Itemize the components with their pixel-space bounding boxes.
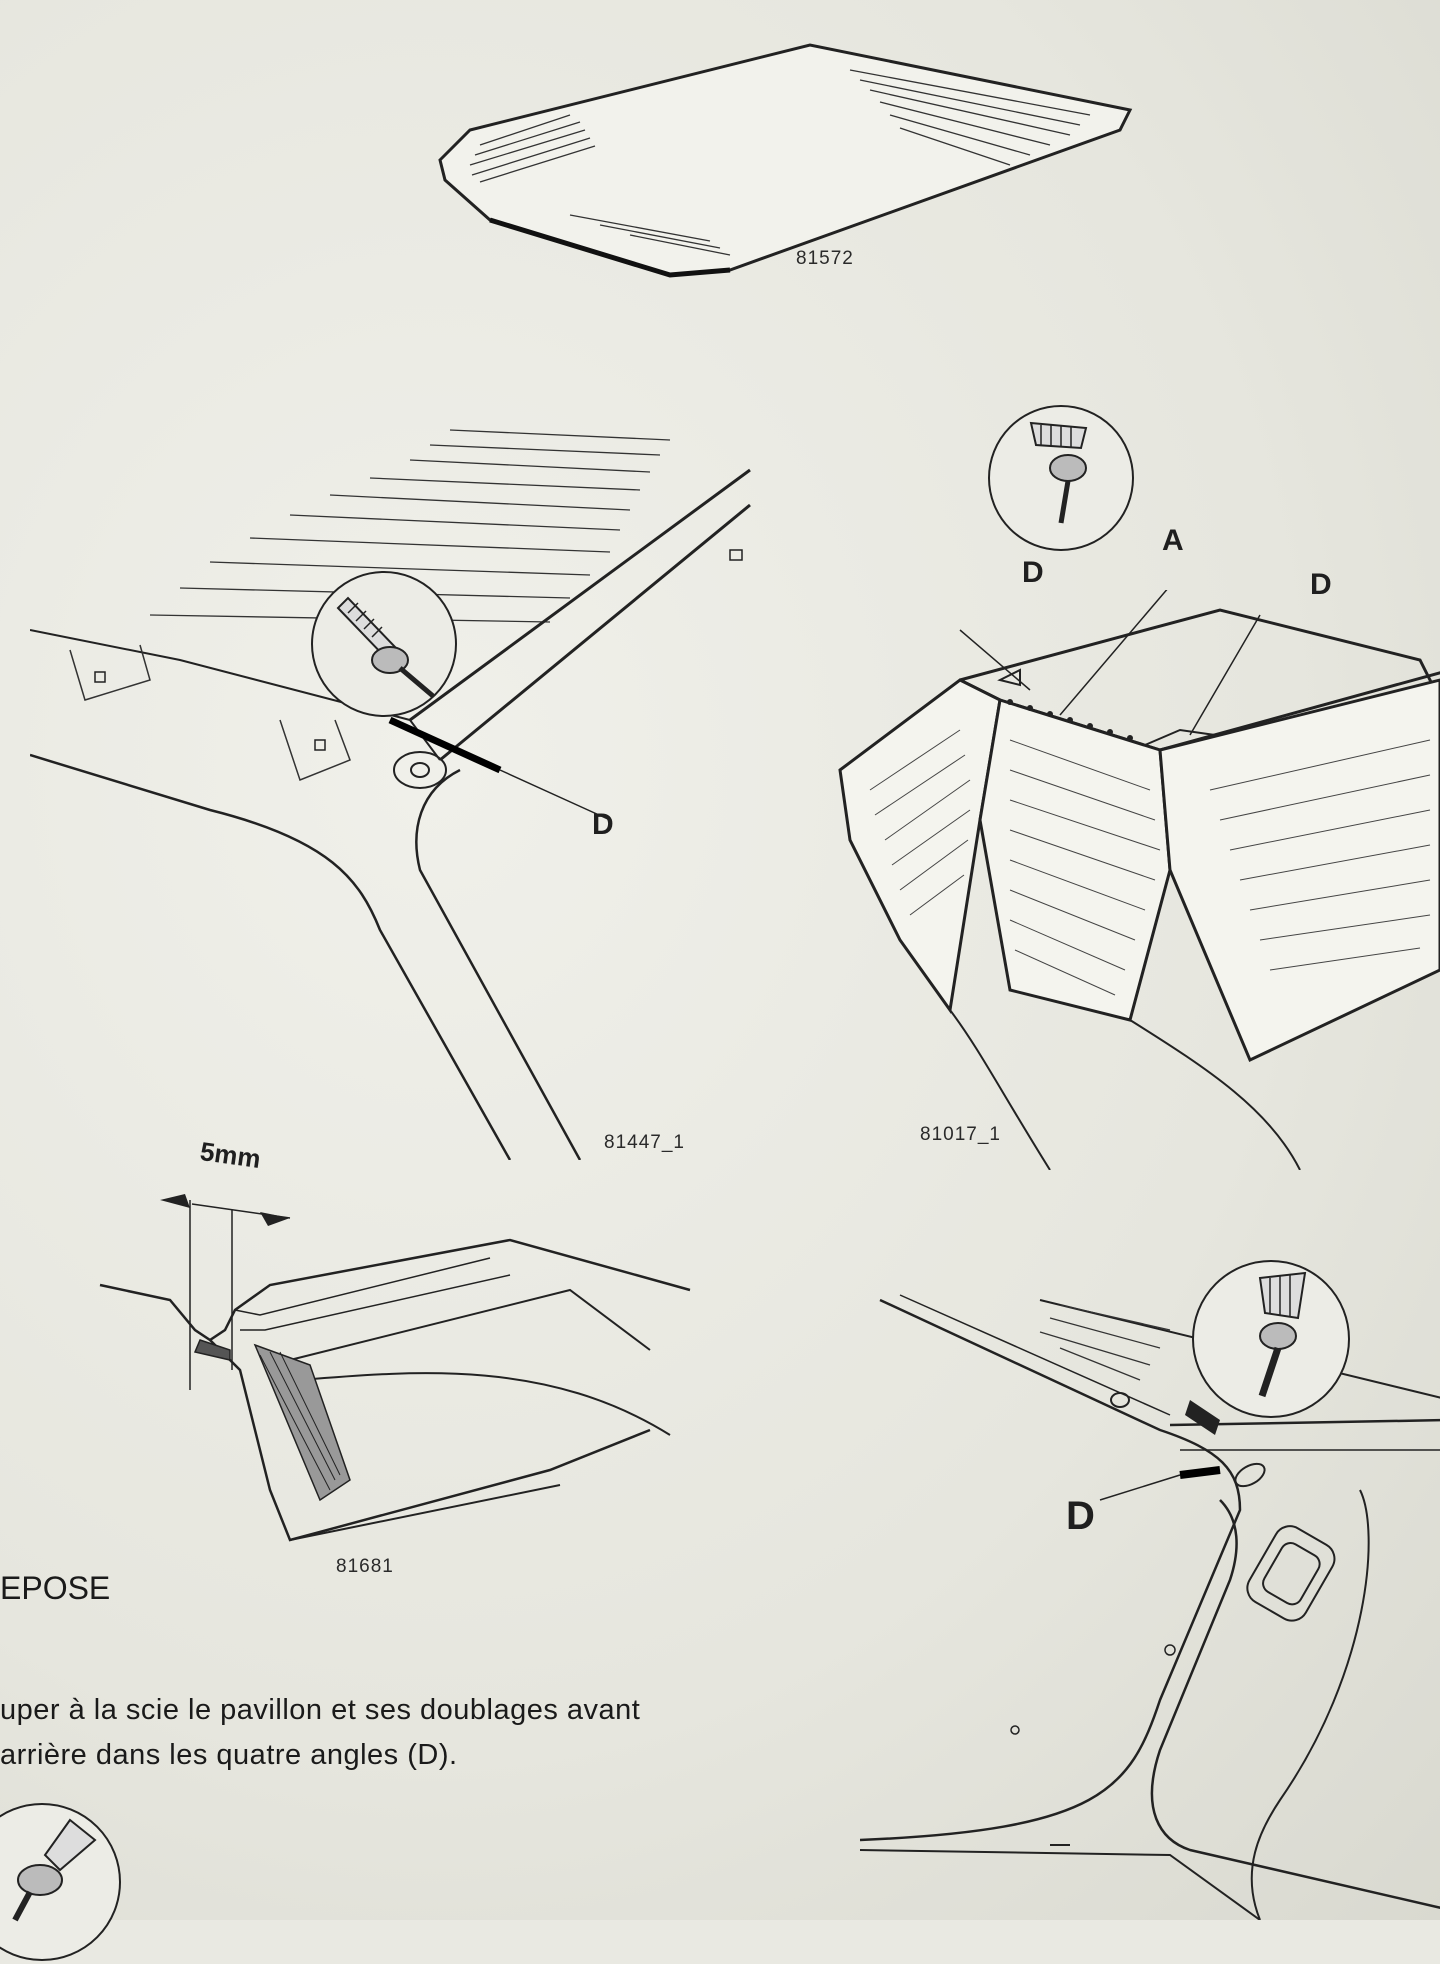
rear-corner-drawing — [30, 429, 751, 1160]
roof-panel-drawing — [438, 43, 1133, 278]
figure-body-shell — [830, 590, 1440, 1170]
figure-caption-body-shell: 81017_1 — [920, 1124, 1001, 1145]
figure-front-corner — [860, 1270, 1440, 1920]
saw-icon — [986, 403, 1136, 553]
figure-caption-roof: 81572 — [796, 248, 854, 269]
label-d-body-right: D — [1310, 568, 1332, 601]
front-corner-drawing — [860, 1294, 1440, 1920]
paragraph-line-1: uper à la scie le pavillon et ses doubla… — [0, 1694, 641, 1726]
saw-icon-graphic — [0, 1803, 121, 1961]
saw-icon-graphic — [1192, 1260, 1350, 1418]
paragraph-line-2: arrière dans les quatre angles (D). — [0, 1739, 458, 1771]
figure-profile — [90, 1180, 730, 1560]
section-heading: EPOSE — [0, 1570, 111, 1606]
saw-icon — [0, 1800, 124, 1964]
saw-icon-graphic — [311, 571, 457, 717]
figure-rear-corner — [30, 410, 770, 1160]
figure-roof-panel — [430, 30, 1150, 280]
figure-caption-rear-corner: 81447_1 — [604, 1132, 685, 1153]
saw-icon — [308, 568, 460, 720]
label-d-front-corner: D — [1066, 1494, 1095, 1538]
label-a-body: A — [1162, 524, 1184, 557]
page-background — [0, 0, 1440, 1920]
label-d-rear-corner: D — [592, 808, 614, 841]
saw-icon — [1190, 1258, 1352, 1420]
body-shell-drawing — [838, 590, 1440, 1170]
saw-icon-graphic — [988, 405, 1134, 551]
label-d-body-left: D — [1022, 556, 1044, 589]
figure-caption-profile: 81681 — [336, 1556, 394, 1577]
profile-drawing — [99, 1194, 691, 1542]
